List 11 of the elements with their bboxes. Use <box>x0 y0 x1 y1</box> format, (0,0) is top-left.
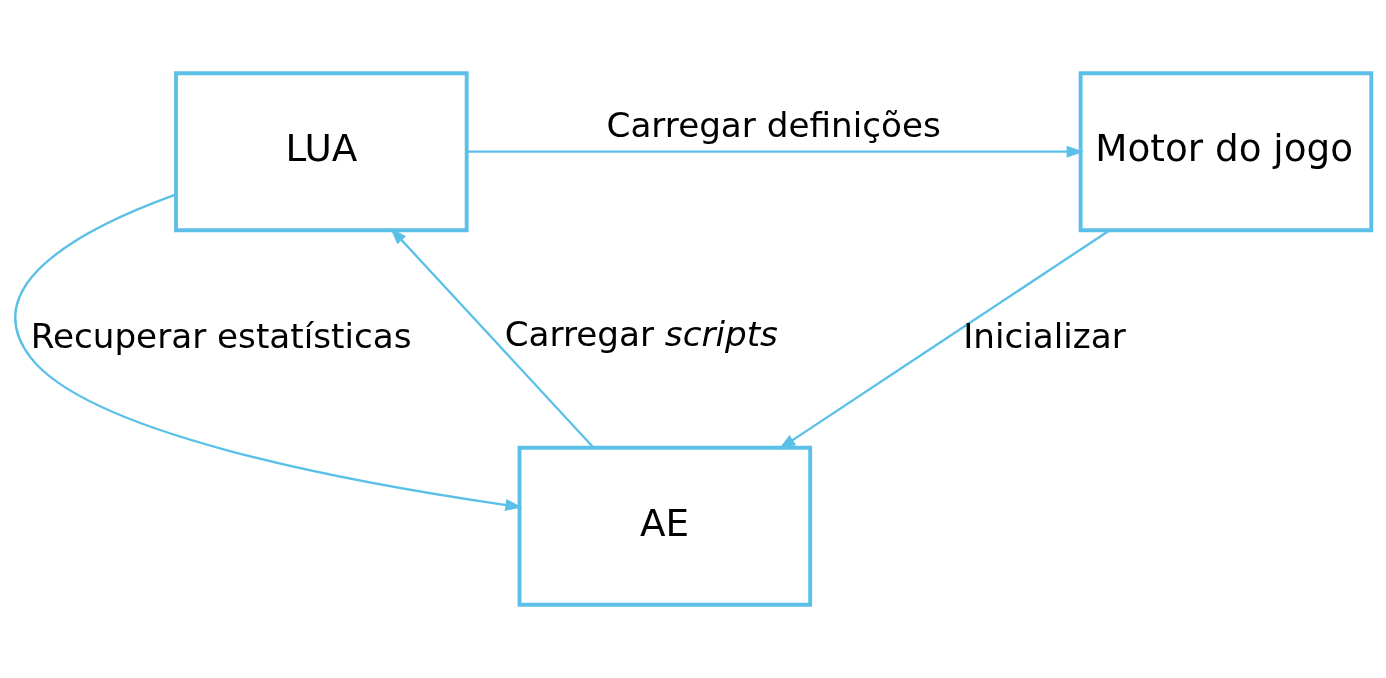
arrow <box>390 227 595 448</box>
edge-label: Inicializar <box>963 315 1126 356</box>
node-box: Motor do jogo <box>1078 71 1374 233</box>
node-box: LUA <box>174 71 469 233</box>
arrow <box>778 229 1111 450</box>
edge-label: Recuperar estatísticas <box>30 315 412 356</box>
edge-label: Carregar scripts <box>504 314 778 355</box>
node-box: AE <box>517 445 813 607</box>
arrow <box>466 145 1084 158</box>
arrow <box>14 193 523 511</box>
edge-label: Carregar definições <box>606 105 941 146</box>
